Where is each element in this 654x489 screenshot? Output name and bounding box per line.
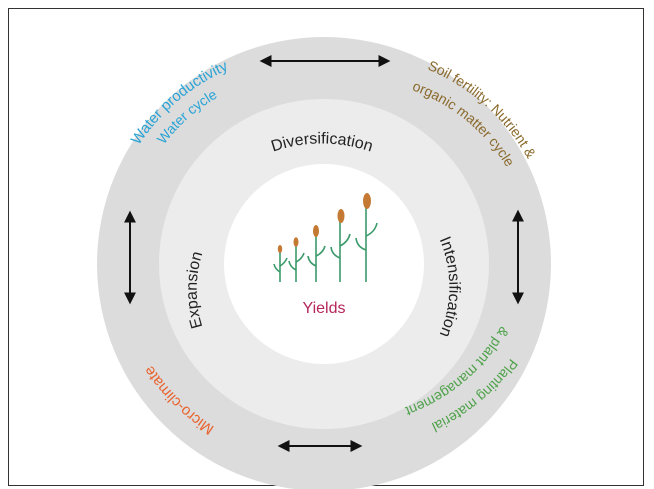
plant-icon — [273, 208, 378, 282]
center-circle — [224, 164, 424, 364]
yields-label: Yields — [303, 300, 346, 317]
plant-heads — [277, 193, 371, 253]
